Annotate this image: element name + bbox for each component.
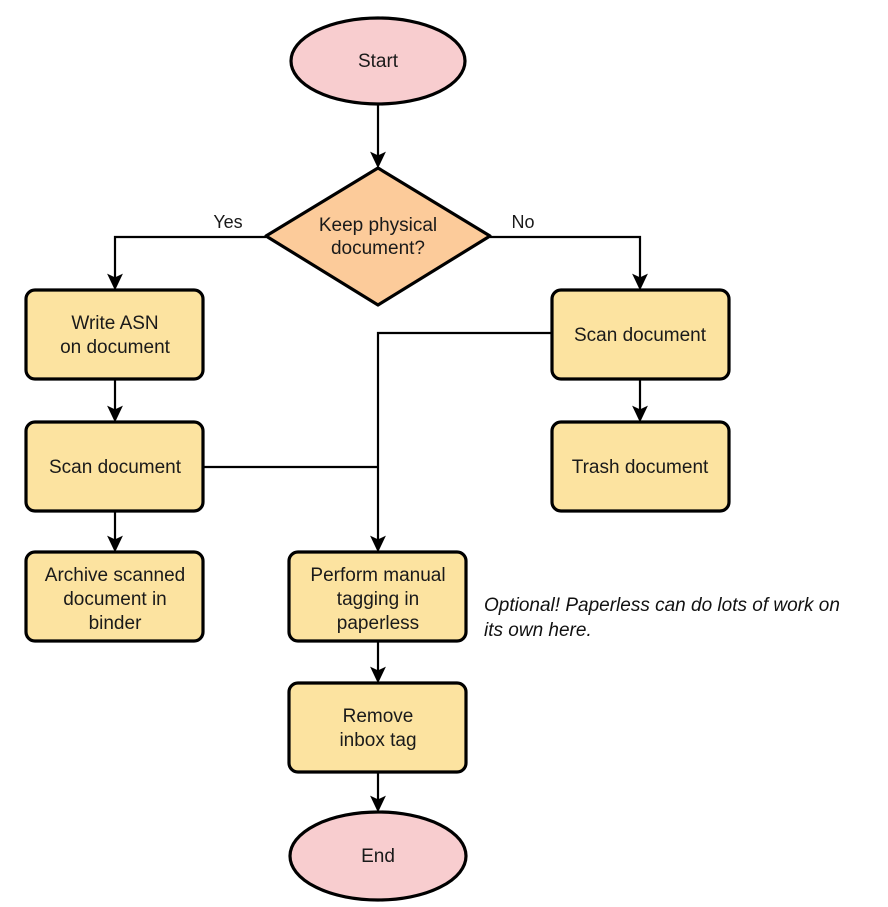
archive-box-shape: [24, 550, 205, 643]
end-ellipse-shape: [288, 810, 468, 902]
archive-label-line1: Archive scanned: [45, 565, 185, 586]
edge-label-yes: Yes: [213, 212, 242, 232]
remove-inbox-tag-box-shape: [287, 681, 468, 774]
edge-label-no: No: [511, 212, 534, 232]
remove-inbox-tag-label-line2: inbox tag: [339, 730, 416, 751]
write-asn-label-line2: on document: [60, 337, 171, 358]
manual-tagging-label-line1: Perform manual: [310, 565, 445, 586]
node-write-asn-on-document[interactable]: Write ASN on document: [24, 288, 205, 381]
node-perform-manual-tagging[interactable]: Perform manual tagging in paperless: [287, 550, 468, 643]
decision-diamond-shape: [264, 166, 492, 307]
node-trash-document[interactable]: Trash document: [550, 420, 731, 513]
manual-tagging-label-line3: paperless: [337, 613, 419, 634]
write-asn-label-line1: Write ASN: [71, 313, 158, 334]
manual-tagging-label-line2: tagging in: [337, 589, 419, 610]
end-label: End: [361, 846, 395, 867]
start-ellipse-shape: [289, 16, 467, 106]
optional-note-line2: its own here.: [484, 620, 592, 641]
remove-inbox-tag-label-line1: Remove: [343, 706, 414, 727]
scan-document-right-box-shape: [550, 288, 731, 381]
node-end[interactable]: End: [288, 810, 468, 902]
annotation-optional-note: Optional! Paperless can do lots of work …: [484, 595, 840, 641]
node-archive-scanned-document[interactable]: Archive scanned document in binder: [24, 550, 205, 643]
scan-document-left-label: Scan document: [49, 457, 182, 478]
trash-document-label: Trash document: [572, 457, 709, 478]
node-start[interactable]: Start: [289, 16, 467, 106]
edges-layer: [107, 104, 648, 813]
decision-label-line2: document?: [331, 238, 425, 259]
node-remove-inbox-tag[interactable]: Remove inbox tag: [287, 681, 468, 774]
decision-label-line1: Keep physical: [319, 215, 437, 236]
node-decision-keep-physical-document[interactable]: Keep physical document?: [264, 166, 492, 307]
archive-label-line3: binder: [89, 613, 142, 634]
node-scan-document-left[interactable]: Scan document: [24, 420, 205, 513]
scan-document-right-label: Scan document: [574, 325, 707, 346]
trash-document-box-shape: [550, 420, 731, 513]
manual-tagging-box-shape: [287, 550, 468, 643]
edge-labels-layer: Yes No: [213, 212, 534, 232]
node-scan-document-right[interactable]: Scan document: [550, 288, 731, 381]
write-asn-box-shape: [24, 288, 205, 381]
edge-scan-right-to-manual-tagging: [370, 331, 552, 553]
edge-decision-no-to-scan-right: [490, 235, 648, 291]
optional-note-line1: Optional! Paperless can do lots of work …: [484, 595, 840, 616]
scan-document-left-box-shape: [24, 420, 205, 513]
start-label: Start: [358, 51, 399, 72]
archive-label-line2: document in: [63, 589, 167, 610]
edge-decision-yes-to-write-asn: [107, 235, 266, 291]
